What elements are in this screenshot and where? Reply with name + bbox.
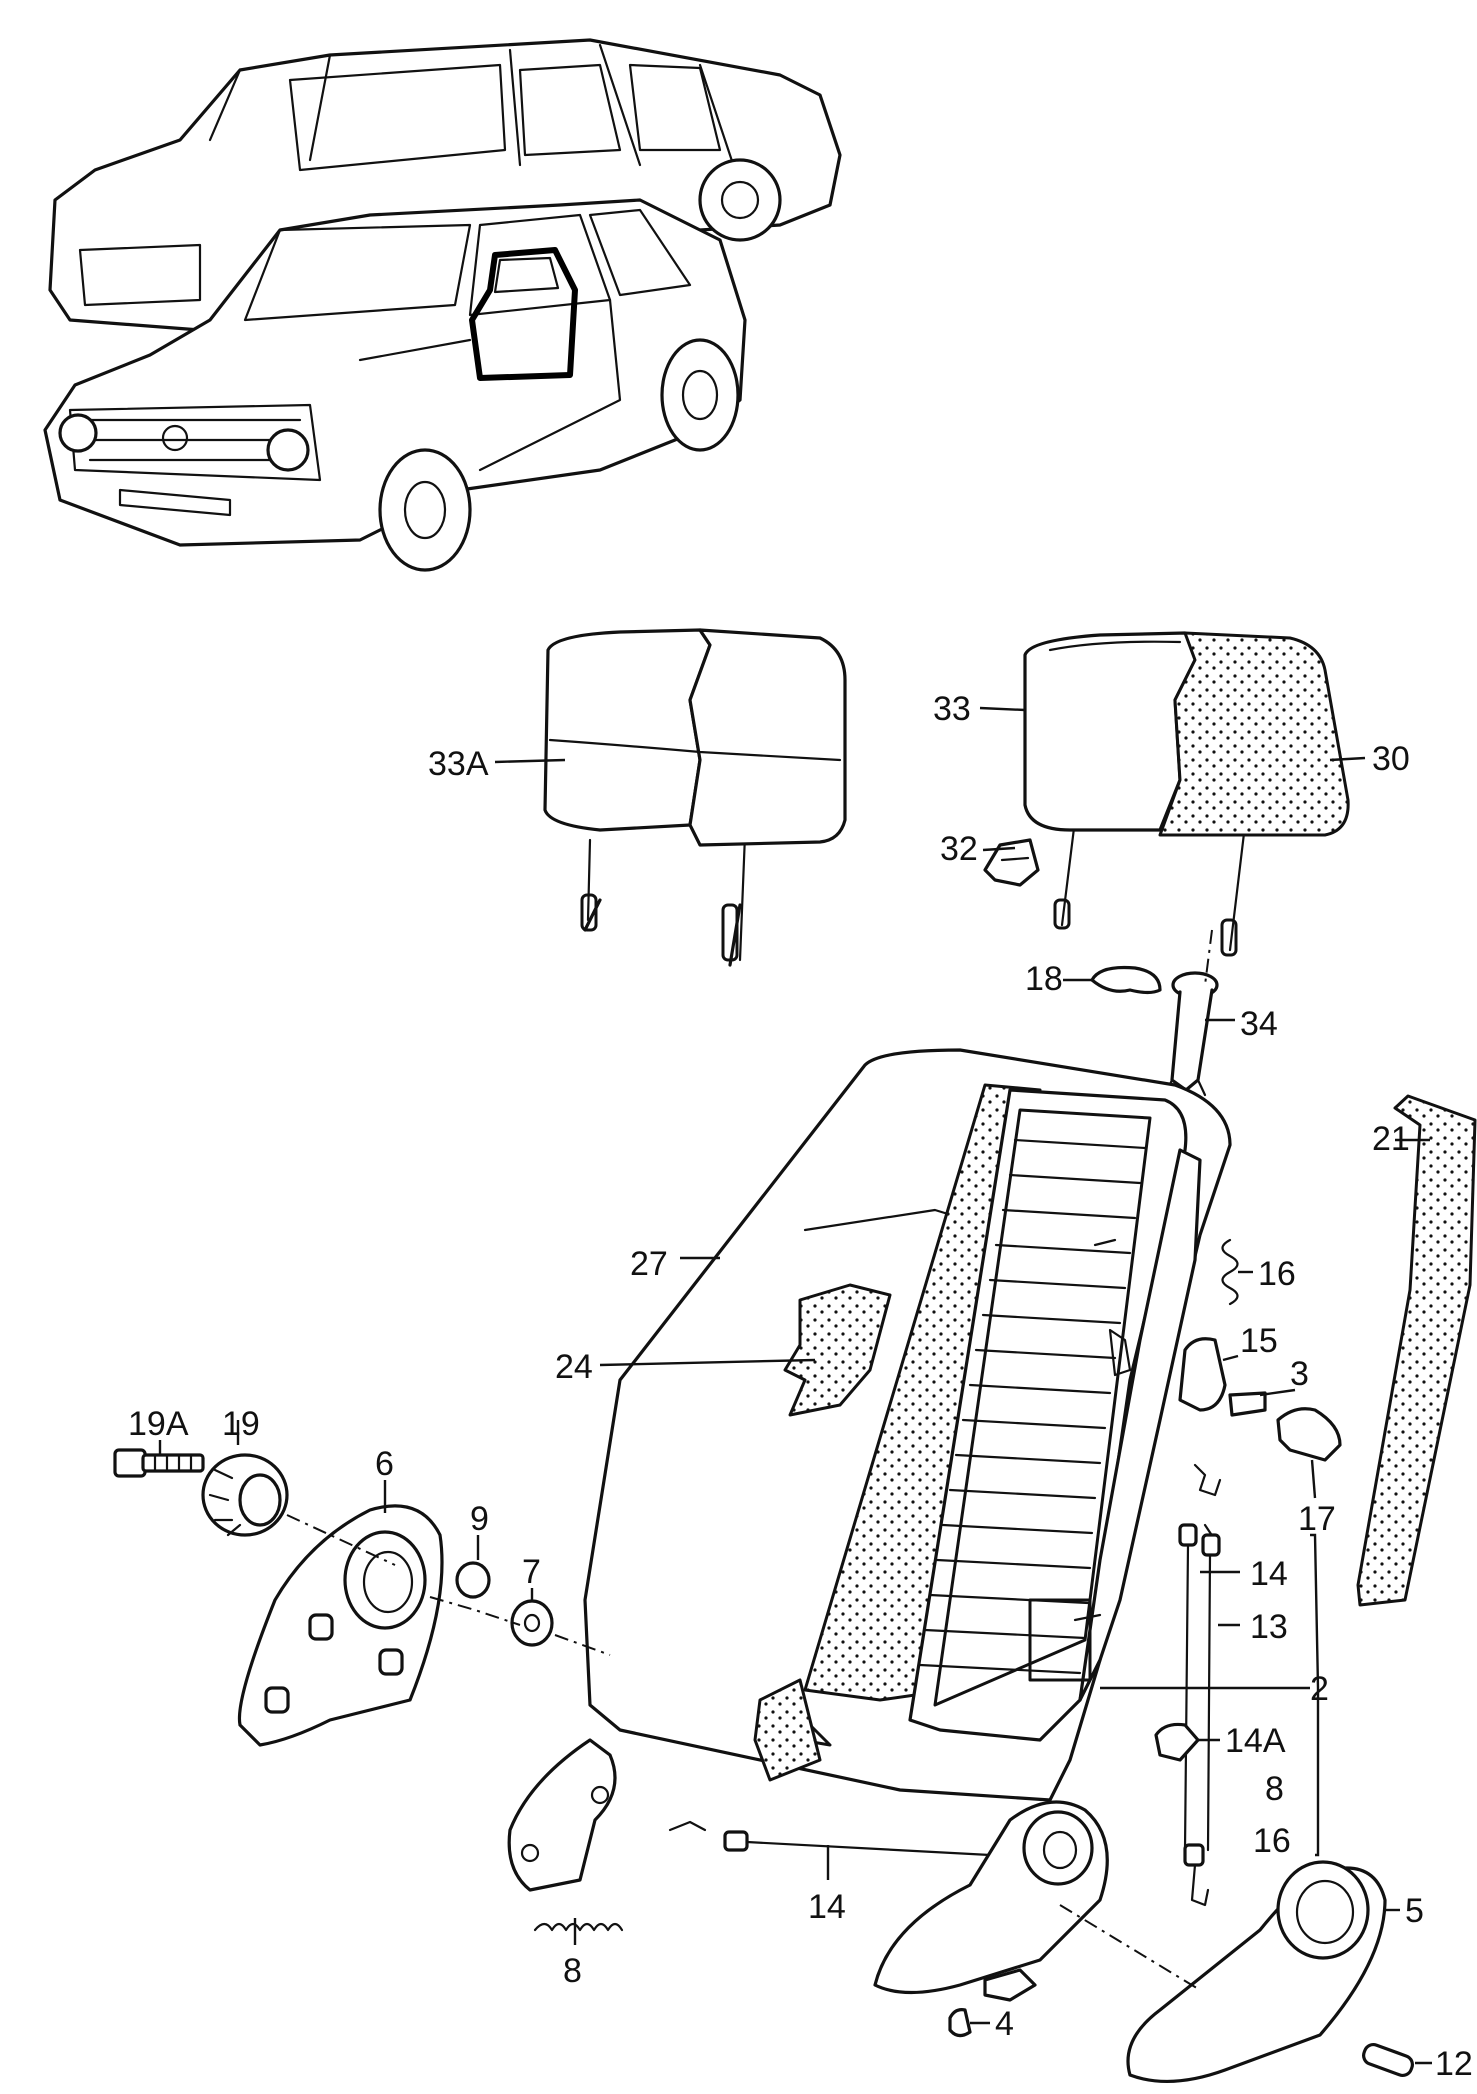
part-14-cable-lower (668, 1820, 992, 1857)
label-27: 27 (630, 1245, 668, 1283)
part-15-cover (1178, 1337, 1227, 1412)
label-19: 19 (222, 1405, 260, 1443)
alignment-lines (286, 929, 1213, 1991)
label-7: 7 (522, 1553, 541, 1591)
part-7-washer (510, 1599, 554, 1647)
label-14A: 14A (1225, 1722, 1286, 1760)
leader-lines (158, 706, 1432, 2065)
label-6: 6 (375, 1445, 394, 1483)
part-32-clip (983, 838, 1040, 887)
part-21-trim-strip (1356, 1094, 1477, 1607)
bottom-hinge-bracket-left (507, 1738, 617, 1892)
sedan-illustration (48, 38, 842, 332)
label-14-lower: 14 (808, 1888, 846, 1926)
label-16-lower: 16 (1253, 1822, 1291, 1860)
label-17: 17 (1298, 1500, 1336, 1538)
label-12: 12 (1435, 2045, 1473, 2083)
part-8-spring-left (533, 1922, 624, 1932)
part-4-clip (948, 2008, 972, 2038)
backrest-slats (918, 1138, 1147, 1675)
label-9: 9 (470, 1500, 489, 1538)
label-34: 34 (1240, 1005, 1278, 1043)
backrest-assembly (583, 1048, 1232, 1802)
label-21: 21 (1372, 1120, 1410, 1158)
part-19A-bolt (113, 1448, 205, 1478)
label-16-upper: 16 (1258, 1255, 1296, 1293)
label-2: 2 (1310, 1670, 1329, 1708)
label-18: 18 (1025, 960, 1063, 998)
part-18-cap (1090, 965, 1162, 995)
headrest-33-30 (1023, 631, 1350, 957)
callout-labels: 33A 33 30 32 18 34 21 27 16 15 3 24 17 1… (128, 690, 1473, 2083)
part-14A-release (1154, 1722, 1200, 1762)
headrest-33A (543, 628, 847, 967)
label-33A: 33A (428, 745, 489, 783)
part-5-recliner-cover (1126, 1860, 1387, 2083)
part-9-nut (455, 1561, 491, 1599)
label-15: 15 (1240, 1322, 1278, 1360)
label-13: 13 (1250, 1608, 1288, 1646)
part-13-cable-upper (1178, 1463, 1222, 1907)
hatchback-illustration (43, 198, 747, 572)
label-33: 33 (933, 690, 971, 728)
part-17-handle (1276, 1407, 1342, 1462)
label-4: 4 (995, 2005, 1014, 2043)
label-5: 5 (1405, 1892, 1424, 1930)
part-16-spring-upper (1221, 1238, 1239, 1306)
part-12-pin (1362, 2042, 1414, 2078)
label-32: 32 (940, 830, 978, 868)
rear-hinge-bracket (873, 1800, 1109, 2002)
highlighted-seat-outline (469, 247, 578, 381)
part-3-lever (1228, 1391, 1267, 1417)
label-30: 30 (1372, 740, 1410, 778)
part-6-recliner-plate (237, 1504, 444, 1747)
label-14-upper: 14 (1250, 1555, 1288, 1593)
label-24: 24 (555, 1348, 593, 1386)
label-19A: 19A (128, 1405, 189, 1443)
label-8-left: 8 (563, 1952, 582, 1990)
label-3: 3 (1290, 1355, 1309, 1393)
part-19-knob (201, 1453, 289, 1537)
part-34-guide-sleeve (1163, 971, 1219, 1097)
label-8-right: 8 (1265, 1770, 1284, 1808)
